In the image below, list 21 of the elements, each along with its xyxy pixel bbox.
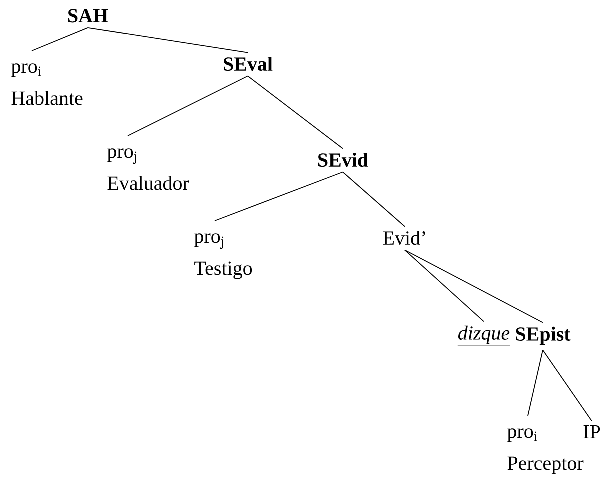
branch-line (248, 76, 344, 150)
tree-label: SEpist (516, 326, 571, 346)
tree-label: IP (584, 425, 600, 439)
tree-label-stack: pro$_{j}$ Evaluador (108, 148, 190, 190)
tree-label-stack: pro$_{i}$ Perceptor (508, 428, 584, 474)
tree-label: SEval (224, 56, 273, 72)
tree-label-stack: pro$_{i}$ Hablante (12, 64, 83, 106)
branch-line (342, 172, 406, 228)
branch-line (404, 250, 544, 324)
branch-line (214, 172, 344, 222)
branch-line (542, 350, 592, 422)
branch-line (404, 250, 484, 322)
tree-label: SEvid (318, 152, 368, 168)
tree-label: SAH (68, 9, 108, 23)
branch-line (528, 350, 544, 416)
branch-line (32, 27, 88, 52)
branch-line (88, 27, 248, 54)
tree-label: dizque (458, 326, 510, 346)
tree-label-stack: pro$_{j}$ Testigo (194, 234, 252, 280)
tree-label: Evid’ (383, 230, 426, 246)
branch-line (128, 76, 248, 136)
